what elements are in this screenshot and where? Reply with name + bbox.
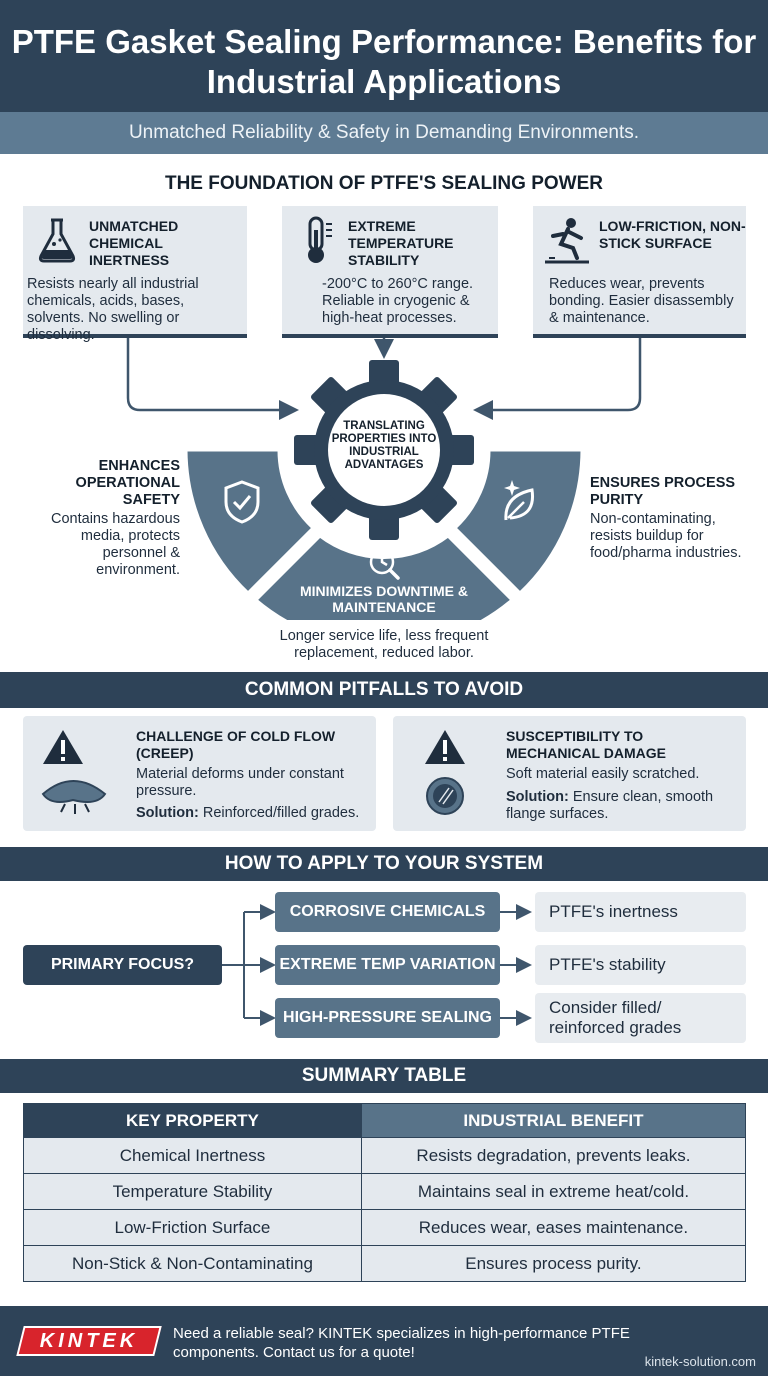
- apply-title: HOW TO APPLY TO YOUR SYSTEM: [0, 847, 768, 881]
- table-cell: Low-Friction Surface: [23, 1209, 362, 1246]
- warning-icon: [425, 730, 465, 815]
- decision-connectors: [222, 904, 532, 1026]
- gasket-deform-icon: [41, 780, 107, 803]
- summary-title: SUMMARY TABLE: [0, 1059, 768, 1093]
- arc-segment-safety: [184, 448, 316, 596]
- card-title: LOW-FRICTION, NON-STICK SURFACE: [599, 218, 746, 251]
- card-text: -200°C to 260°C range. Reliable in cryog…: [322, 276, 474, 326]
- arc-segment-downtime: [253, 534, 515, 620]
- result-inertness: PTFE's inertness: [535, 892, 746, 932]
- footer: KINTEK Need a reliable seal? KINTEK spec…: [0, 1306, 768, 1376]
- benefit-downtime-title: MINIMIZES DOWNTIME & MAINTENANCE: [300, 583, 468, 615]
- pitfall-title: SUSCEPTIBILITY TO MECHANICAL DAMAGE: [506, 728, 666, 761]
- table-row: Chemical Inertness Resists degradation, …: [23, 1137, 747, 1174]
- gear-label: TRANSLATING PROPERTIES INTO INDUSTRIAL A…: [331, 420, 437, 471]
- card-title: EXTREME TEMPERATURE STABILITY: [348, 218, 454, 268]
- table-cell: Reduces wear, eases maintenance.: [360, 1209, 747, 1246]
- pitfall-card-creep: CHALLENGE OF COLD FLOW (CREEP) Material …: [23, 716, 376, 831]
- property-card-friction: LOW-FRICTION, NON-STICK SURFACE Reduces …: [533, 206, 746, 338]
- column-header-property: KEY PROPERTY: [23, 1103, 362, 1138]
- property-card-temperature: EXTREME TEMPERATURE STABILITY -200°C to …: [282, 206, 498, 338]
- page-title: PTFE Gasket Sealing Performance: Benefit…: [11, 23, 757, 100]
- table-cell: Chemical Inertness: [23, 1137, 362, 1174]
- slip-icon: [545, 218, 589, 264]
- property-card-chemical: UNMATCHED CHEMICAL INERTNESS Resists nea…: [23, 206, 247, 343]
- thermometer-icon: [308, 216, 332, 263]
- warning-icon: [41, 730, 107, 814]
- leaf-icon: [504, 480, 535, 521]
- pitfall-solution: Solution: Reinforced/filled grades.: [136, 805, 360, 821]
- table-cell: Resists degradation, prevents leaks.: [360, 1137, 747, 1174]
- pitfall-text: Soft material easily scratched.: [506, 766, 700, 782]
- primary-focus-box: PRIMARY FOCUS?: [23, 945, 222, 985]
- summary-table: KEY PROPERTY INDUSTRIAL BENEFIT Chemical…: [23, 1103, 747, 1282]
- clock-wrench-icon: [369, 549, 400, 580]
- benefit-safety: ENHANCES OPERATIONAL SAFETY Contains haz…: [30, 458, 180, 579]
- pitfalls-title: COMMON PITFALLS TO AVOID: [0, 672, 768, 708]
- option-high-pressure: HIGH-PRESSURE SEALING: [275, 998, 500, 1038]
- benefit-text: Non-contaminating, resists buildup for f…: [590, 511, 742, 561]
- connector-arrows: [126, 338, 642, 420]
- benefits-arc: [184, 448, 584, 620]
- footer-url[interactable]: kintek-solution.com: [644, 1354, 756, 1369]
- table-cell: Maintains seal in extreme heat/cold.: [360, 1173, 747, 1210]
- card-text: Resists nearly all industrial chemicals,…: [27, 276, 199, 343]
- card-text: Reduces wear, prevents bonding. Easier d…: [549, 276, 734, 326]
- gear-icon: [294, 360, 474, 540]
- benefit-downtime-text: Longer service life, less frequent repla…: [279, 628, 489, 661]
- column-header-benefit: INDUSTRIAL BENEFIT: [360, 1103, 747, 1138]
- benefit-title: ENHANCES OPERATIONAL SAFETY: [75, 458, 180, 508]
- foundation-title: THE FOUNDATION OF PTFE'S SEALING POWER: [164, 173, 603, 194]
- option-corrosive: CORROSIVE CHEMICALS: [275, 892, 500, 932]
- shield-icon: [224, 480, 260, 524]
- benefit-text: Contains hazardous media, protects perso…: [51, 511, 180, 578]
- table-row: Low-Friction Surface Reduces wear, eases…: [23, 1209, 747, 1246]
- pitfall-text: Material deforms under constant pressure…: [136, 766, 344, 799]
- benefit-title: ENSURES PROCESS PURITY: [590, 475, 736, 508]
- result-filled-grades: Consider filled/ reinforced grades: [535, 993, 746, 1043]
- table-cell: Non-Stick & Non-Contaminating: [23, 1245, 362, 1282]
- result-stability: PTFE's stability: [535, 945, 746, 985]
- option-extreme-temp: EXTREME TEMP VARIATION: [275, 945, 500, 985]
- benefit-purity: ENSURES PROCESS PURITY Non-contaminating…: [590, 475, 750, 562]
- table-row: Temperature Stability Maintains seal in …: [23, 1173, 747, 1210]
- card-title: UNMATCHED CHEMICAL INERTNESS: [89, 218, 179, 268]
- pitfall-card-damage: SUSCEPTIBILITY TO MECHANICAL DAMAGE Soft…: [393, 716, 746, 831]
- kintek-logo[interactable]: KINTEK: [16, 1326, 162, 1356]
- scratched-flange-icon: [426, 777, 464, 815]
- table-cell: Ensures process purity.: [360, 1245, 747, 1282]
- flask-icon: [38, 218, 76, 263]
- arc-segment-purity: [452, 448, 584, 596]
- table-cell: Temperature Stability: [23, 1173, 362, 1210]
- table-row: Non-Stick & Non-Contaminating Ensures pr…: [23, 1245, 747, 1282]
- pitfall-title: CHALLENGE OF COLD FLOW (CREEP): [136, 728, 336, 761]
- footer-text: Need a reliable seal? KINTEK specializes…: [173, 1325, 630, 1361]
- pitfall-solution: Solution: Ensure clean, smooth flange su…: [506, 789, 714, 822]
- header-banner: PTFE Gasket Sealing Performance: Benefit…: [0, 0, 768, 112]
- page-subtitle: Unmatched Reliability & Safety in Demand…: [0, 112, 768, 154]
